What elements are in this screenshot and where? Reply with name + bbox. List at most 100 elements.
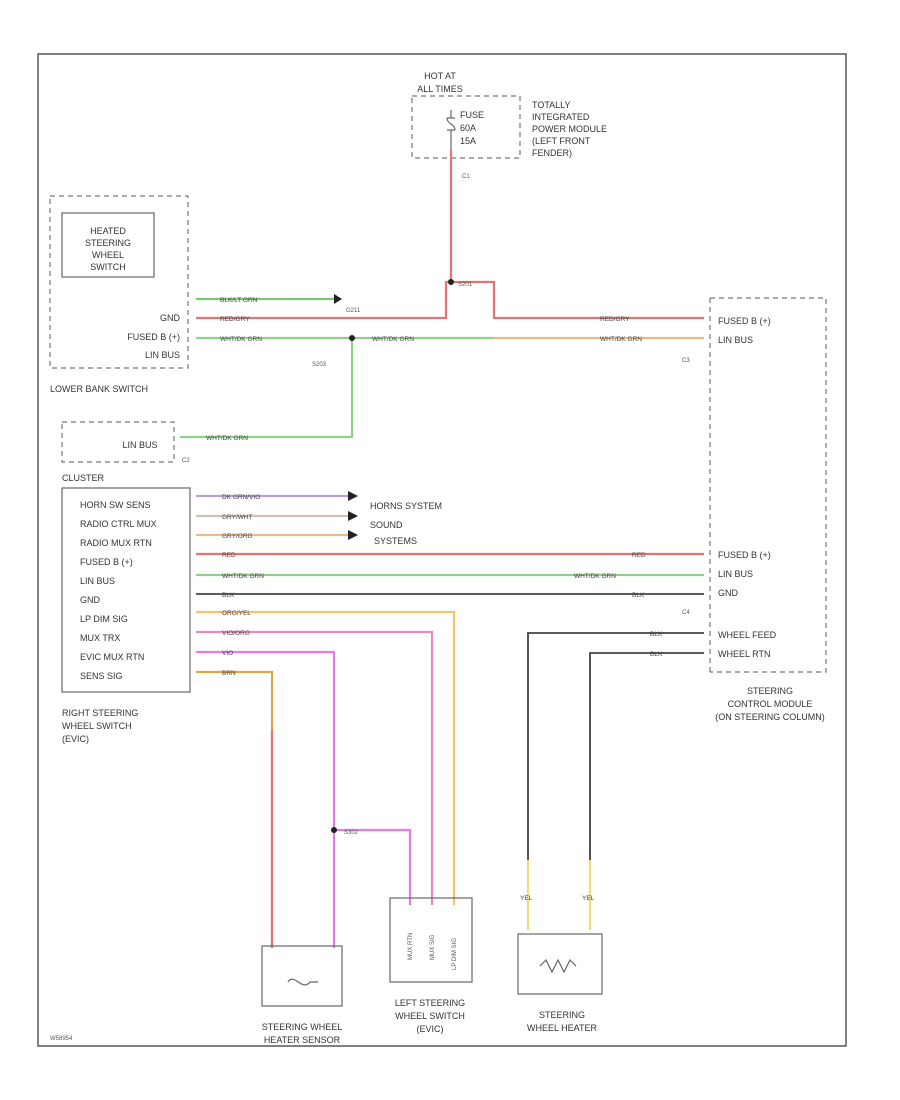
heater-box — [517, 933, 603, 995]
tipm-label-1: TOTALLY — [532, 100, 571, 110]
hot-label-2: ALL TIMES — [417, 84, 463, 94]
splice-label-s203: S203 — [312, 362, 327, 368]
splice-s201-dot — [448, 279, 454, 285]
wlbl-heated-gnd: BLK/LT GRN — [220, 297, 258, 304]
arrows-destinations — [331, 491, 358, 833]
scm-pin-3: GND — [718, 588, 739, 598]
heated-switch: HEATED STEERING WHEEL SWITCH GND FUSED B… — [49, 195, 189, 394]
splice-label-g211: G211 — [346, 308, 361, 314]
rsw-pin-9: EVIC MUX RTN — [80, 652, 144, 662]
tipm-label-2: INTEGRATED — [532, 112, 590, 122]
heater-sensor-box — [261, 945, 343, 1007]
wire-evic-rtn — [196, 650, 336, 948]
left-steering-switch: MUX RTN MUX SIG LP DIM SIG LEFT STEERING… — [389, 897, 473, 1034]
tipm-label-5: FENDER) — [532, 148, 572, 158]
heated-switch-inner-box — [61, 212, 155, 278]
lsw-pin-3: LP DIM SIG — [452, 938, 458, 970]
fuse-label-1: FUSE — [460, 110, 484, 120]
heated-switch-pin-fused: FUSED B (+) — [127, 332, 180, 342]
wlbl-evic: VIO — [222, 650, 233, 657]
heated-switch-pin-lin: LIN BUS — [145, 350, 180, 360]
left-switch-box — [389, 897, 473, 983]
rsw-pin-3: RADIO MUX RTN — [80, 538, 152, 548]
rsw-pin-6: GND — [80, 595, 101, 605]
scm-box — [710, 297, 827, 673]
tipm-box — [411, 95, 521, 159]
wire-wheel-rtn — [589, 652, 704, 930]
fuse-label-3: 15A — [460, 136, 476, 146]
right-steering-wheel-switch: CLUSTER HORN SW SENS RADIO CTRL MUX RADI… — [61, 473, 191, 744]
arrow-horn — [348, 491, 358, 501]
wires-right-switch — [196, 494, 704, 948]
dest-horn: HORNS SYSTEM — [370, 501, 442, 511]
arrow-radio-ctrl — [348, 511, 358, 521]
fuse-symbol — [446, 110, 456, 150]
tipm-label-4: (LEFT FRONT — [532, 136, 591, 146]
rsw-caption-3: (EVIC) — [62, 734, 89, 744]
rsw-caption-1: RIGHT STEERING — [62, 708, 138, 718]
wlbl-blk-left: BLK — [222, 592, 235, 599]
scm-pin-top-1: FUSED B (+) — [718, 316, 771, 326]
wlbl-horn: DK GRN/VIO — [222, 494, 260, 501]
cluster-title: CLUSTER — [62, 473, 105, 483]
wlbl-scm-fused: RED/GRY — [600, 316, 630, 323]
fuse-label-2: 60A — [460, 123, 476, 133]
thermistor-icon — [287, 978, 318, 986]
lsw-caption-2: WHEEL SWITCH — [395, 1011, 465, 1021]
right-switch-box — [61, 487, 191, 693]
rsw-pin-7: LP DIM SIG — [80, 614, 128, 624]
wire-sens-sig-top — [196, 670, 274, 948]
lsw-caption-3: (EVIC) — [417, 1024, 444, 1034]
heated-switch-pin-gnd: GND — [160, 313, 181, 323]
wlbl-lpdim: ORG/YEL — [222, 610, 251, 617]
arrow-radio-rtn — [348, 530, 358, 540]
wlbl-heater-rtn: YEL — [582, 895, 595, 902]
heated-switch-title-2: STEERING — [85, 238, 131, 248]
scm-pin-2: LIN BUS — [718, 569, 753, 579]
dest-sound-2: SYSTEMS — [374, 536, 417, 546]
wlbl-lin-left: WHT/DK GRN — [222, 573, 264, 580]
lower-bank-caption: LOWER BANK SWITCH — [50, 384, 148, 394]
wires-top — [180, 150, 704, 439]
connector-c2: C2 — [182, 458, 190, 464]
scm-pin-1: FUSED B (+) — [718, 550, 771, 560]
connector-c3: C3 — [682, 358, 690, 364]
tipm-label-3: POWER MODULE — [532, 124, 607, 134]
lsw-pin-2: MUX SIG — [430, 934, 436, 960]
wlbl-heater-feed: YEL — [520, 895, 533, 902]
heater-caption-2: WHEEL HEATER — [527, 1023, 598, 1033]
rsw-caption-2: WHEEL SWITCH — [62, 721, 132, 731]
footer-code: W58954 — [50, 1036, 73, 1042]
rsw-pin-2: RADIO CTRL MUX — [80, 519, 157, 529]
lsw-caption-1: LEFT STEERING — [395, 998, 465, 1008]
wire-lp-dim — [196, 610, 456, 905]
cluster-pin-lin: LIN BUS — [122, 440, 157, 450]
heated-switch-title-1: HEATED — [90, 226, 126, 236]
connector-c1: C1 — [462, 174, 470, 180]
wlbl-heated-fused: RED/GRY — [220, 316, 250, 323]
ground-g211-arrow — [334, 294, 342, 304]
scm-pin-4: WHEEL FEED — [718, 630, 777, 640]
cluster: LIN BUS C2 — [61, 421, 190, 464]
diagram-frame — [37, 53, 847, 1047]
wlbl-mux: VIO/ORG — [222, 630, 250, 637]
rsw-pin-5: LIN BUS — [80, 576, 115, 586]
sensor-caption-1: STEERING WHEEL — [262, 1022, 343, 1032]
wlbl-rtn-blk: BLK — [650, 651, 663, 658]
scm-caption-1: STEERING — [747, 686, 793, 696]
wire-s302-branch — [334, 828, 412, 905]
splice-s302-dot — [331, 827, 337, 833]
scm-pin-top-2: LIN BUS — [718, 335, 753, 345]
splice-label-s302: S302 — [344, 830, 359, 836]
wlbl-lin-right: WHT/DK GRN — [574, 573, 616, 580]
rsw-pin-10: SENS SIG — [80, 671, 123, 681]
rsw-pin-1: HORN SW SENS — [80, 500, 151, 510]
cluster-box — [61, 421, 175, 463]
wire-fused-b-top — [196, 280, 704, 320]
wlbl-red-right: RED — [632, 552, 646, 559]
wlbl-sens: BRN — [222, 670, 236, 677]
wire-lin-cluster — [180, 338, 354, 439]
splice-s203-dot — [349, 335, 355, 341]
wlbl-radio-ctrl: GRY/WHT — [222, 514, 253, 521]
